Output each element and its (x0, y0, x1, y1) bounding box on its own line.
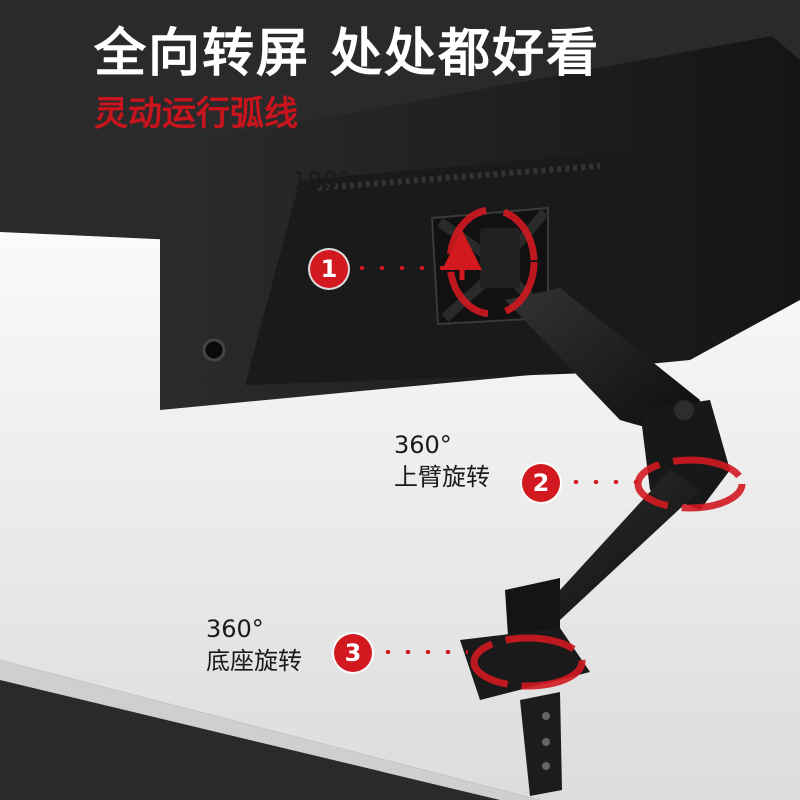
callout-label: 上臂旋转 (394, 463, 490, 491)
callout-label: 屏幕旋转 (292, 199, 388, 227)
monitor-port (202, 338, 226, 362)
rotation-arrow-1 (442, 206, 538, 318)
rotation-arrow-2 (634, 456, 746, 512)
callout-degrees: 360° (394, 431, 452, 459)
monitor-vent (317, 163, 601, 191)
callout-dots-1 (352, 266, 452, 270)
callout-upper-arm-rotation: 360° 上臂旋转 (394, 430, 490, 494)
headline: 全向转屏 处处都好看 (94, 24, 601, 84)
callout-dots-2 (566, 480, 646, 484)
callout-screen-rotation: 180° 屏幕旋转 (292, 166, 388, 230)
callout-degrees: 180° (292, 167, 350, 195)
callout-dots-3 (378, 650, 468, 654)
callout-badge-2: 2 (522, 464, 560, 502)
callout-badge-1: 1 (310, 250, 348, 288)
desk-edge (0, 660, 540, 800)
callout-label: 底座旋转 (206, 647, 302, 675)
callout-badge-3: 3 (334, 634, 372, 672)
callout-base-rotation: 360° 底座旋转 (206, 614, 302, 678)
subheadline: 灵动运行弧线 (94, 94, 298, 134)
callout-degrees: 360° (206, 615, 264, 643)
rotation-arrow-3 (470, 634, 586, 690)
